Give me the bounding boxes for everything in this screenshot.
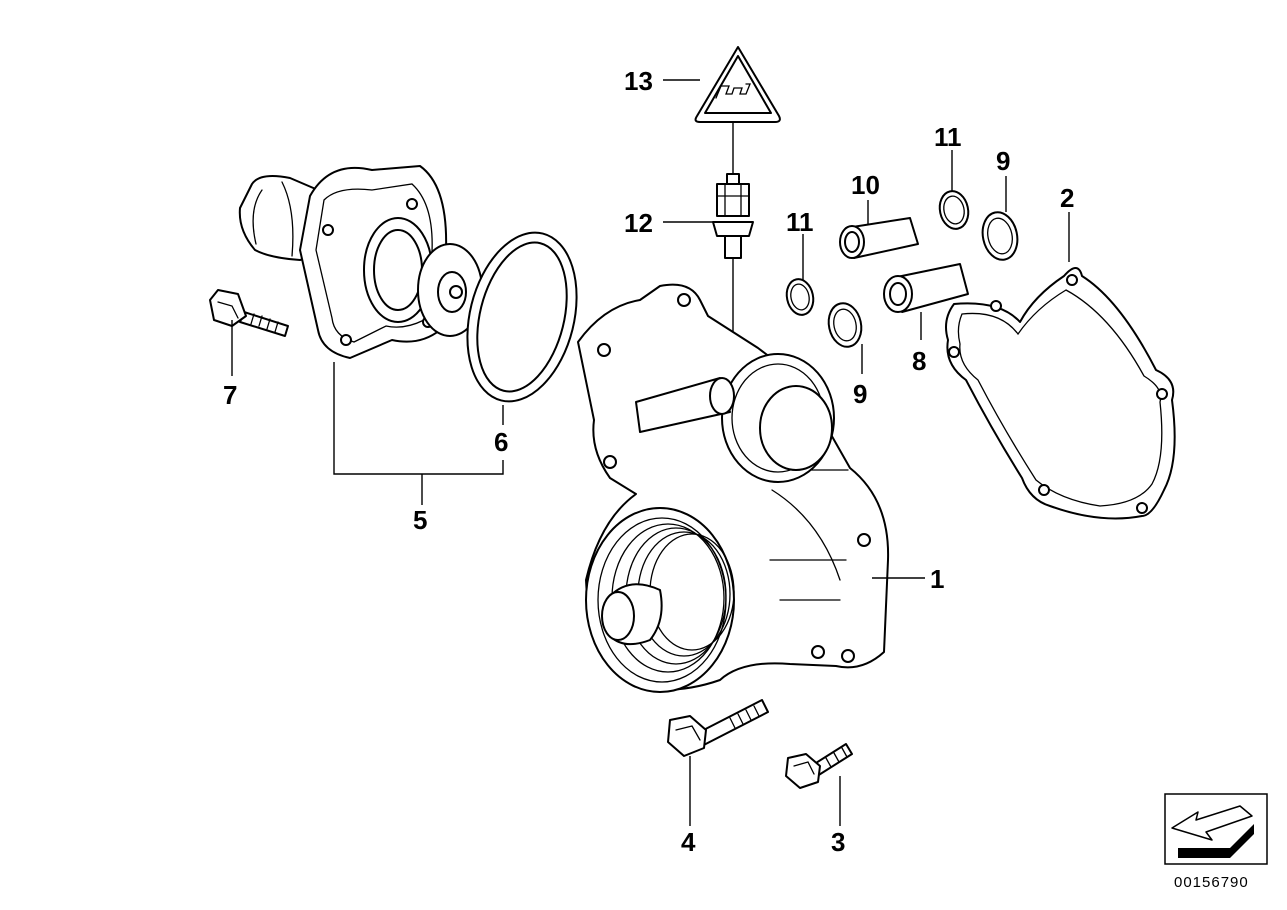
ring-11-left xyxy=(785,278,815,316)
callout-11-right: 11 xyxy=(934,122,962,152)
warning-triangle-icon xyxy=(694,46,781,123)
callout-5: 5 xyxy=(413,505,427,535)
callout-4: 4 xyxy=(681,827,696,857)
gasket xyxy=(945,267,1176,520)
callout-labels: 13 12 11 9 10 2 11 8 9 7 6 5 1 4 3 xyxy=(223,66,1074,857)
callout-3: 3 xyxy=(831,827,845,857)
callout-6: 6 xyxy=(494,427,508,457)
leader-lines xyxy=(231,79,1070,826)
callout-1: 1 xyxy=(930,564,944,594)
orientation-arrow-icon xyxy=(1164,793,1268,865)
callout-11-left: 11 xyxy=(786,207,814,237)
callout-7: 7 xyxy=(223,380,237,410)
ring-9-right xyxy=(981,211,1019,261)
bolt-4 xyxy=(667,699,769,757)
callout-13: 13 xyxy=(624,66,653,96)
reference-number: 00156790 xyxy=(1174,874,1249,891)
bolt-3 xyxy=(785,743,853,789)
pipe-8 xyxy=(883,263,969,313)
thermostat-housing xyxy=(238,165,483,359)
callout-9-left: 9 xyxy=(853,379,867,409)
temperature-sensor xyxy=(712,173,754,380)
callout-2: 2 xyxy=(1060,183,1074,213)
callout-12: 12 xyxy=(624,208,653,238)
bolt-7 xyxy=(209,289,289,337)
callout-8: 8 xyxy=(912,346,926,376)
ring-11-right xyxy=(938,190,970,230)
pipe-10 xyxy=(839,217,919,259)
o-ring-seal xyxy=(466,231,578,403)
water-pump xyxy=(577,283,890,693)
callout-10: 10 xyxy=(851,170,880,200)
callout-9-right: 9 xyxy=(996,146,1010,176)
ring-9-left xyxy=(827,302,863,348)
